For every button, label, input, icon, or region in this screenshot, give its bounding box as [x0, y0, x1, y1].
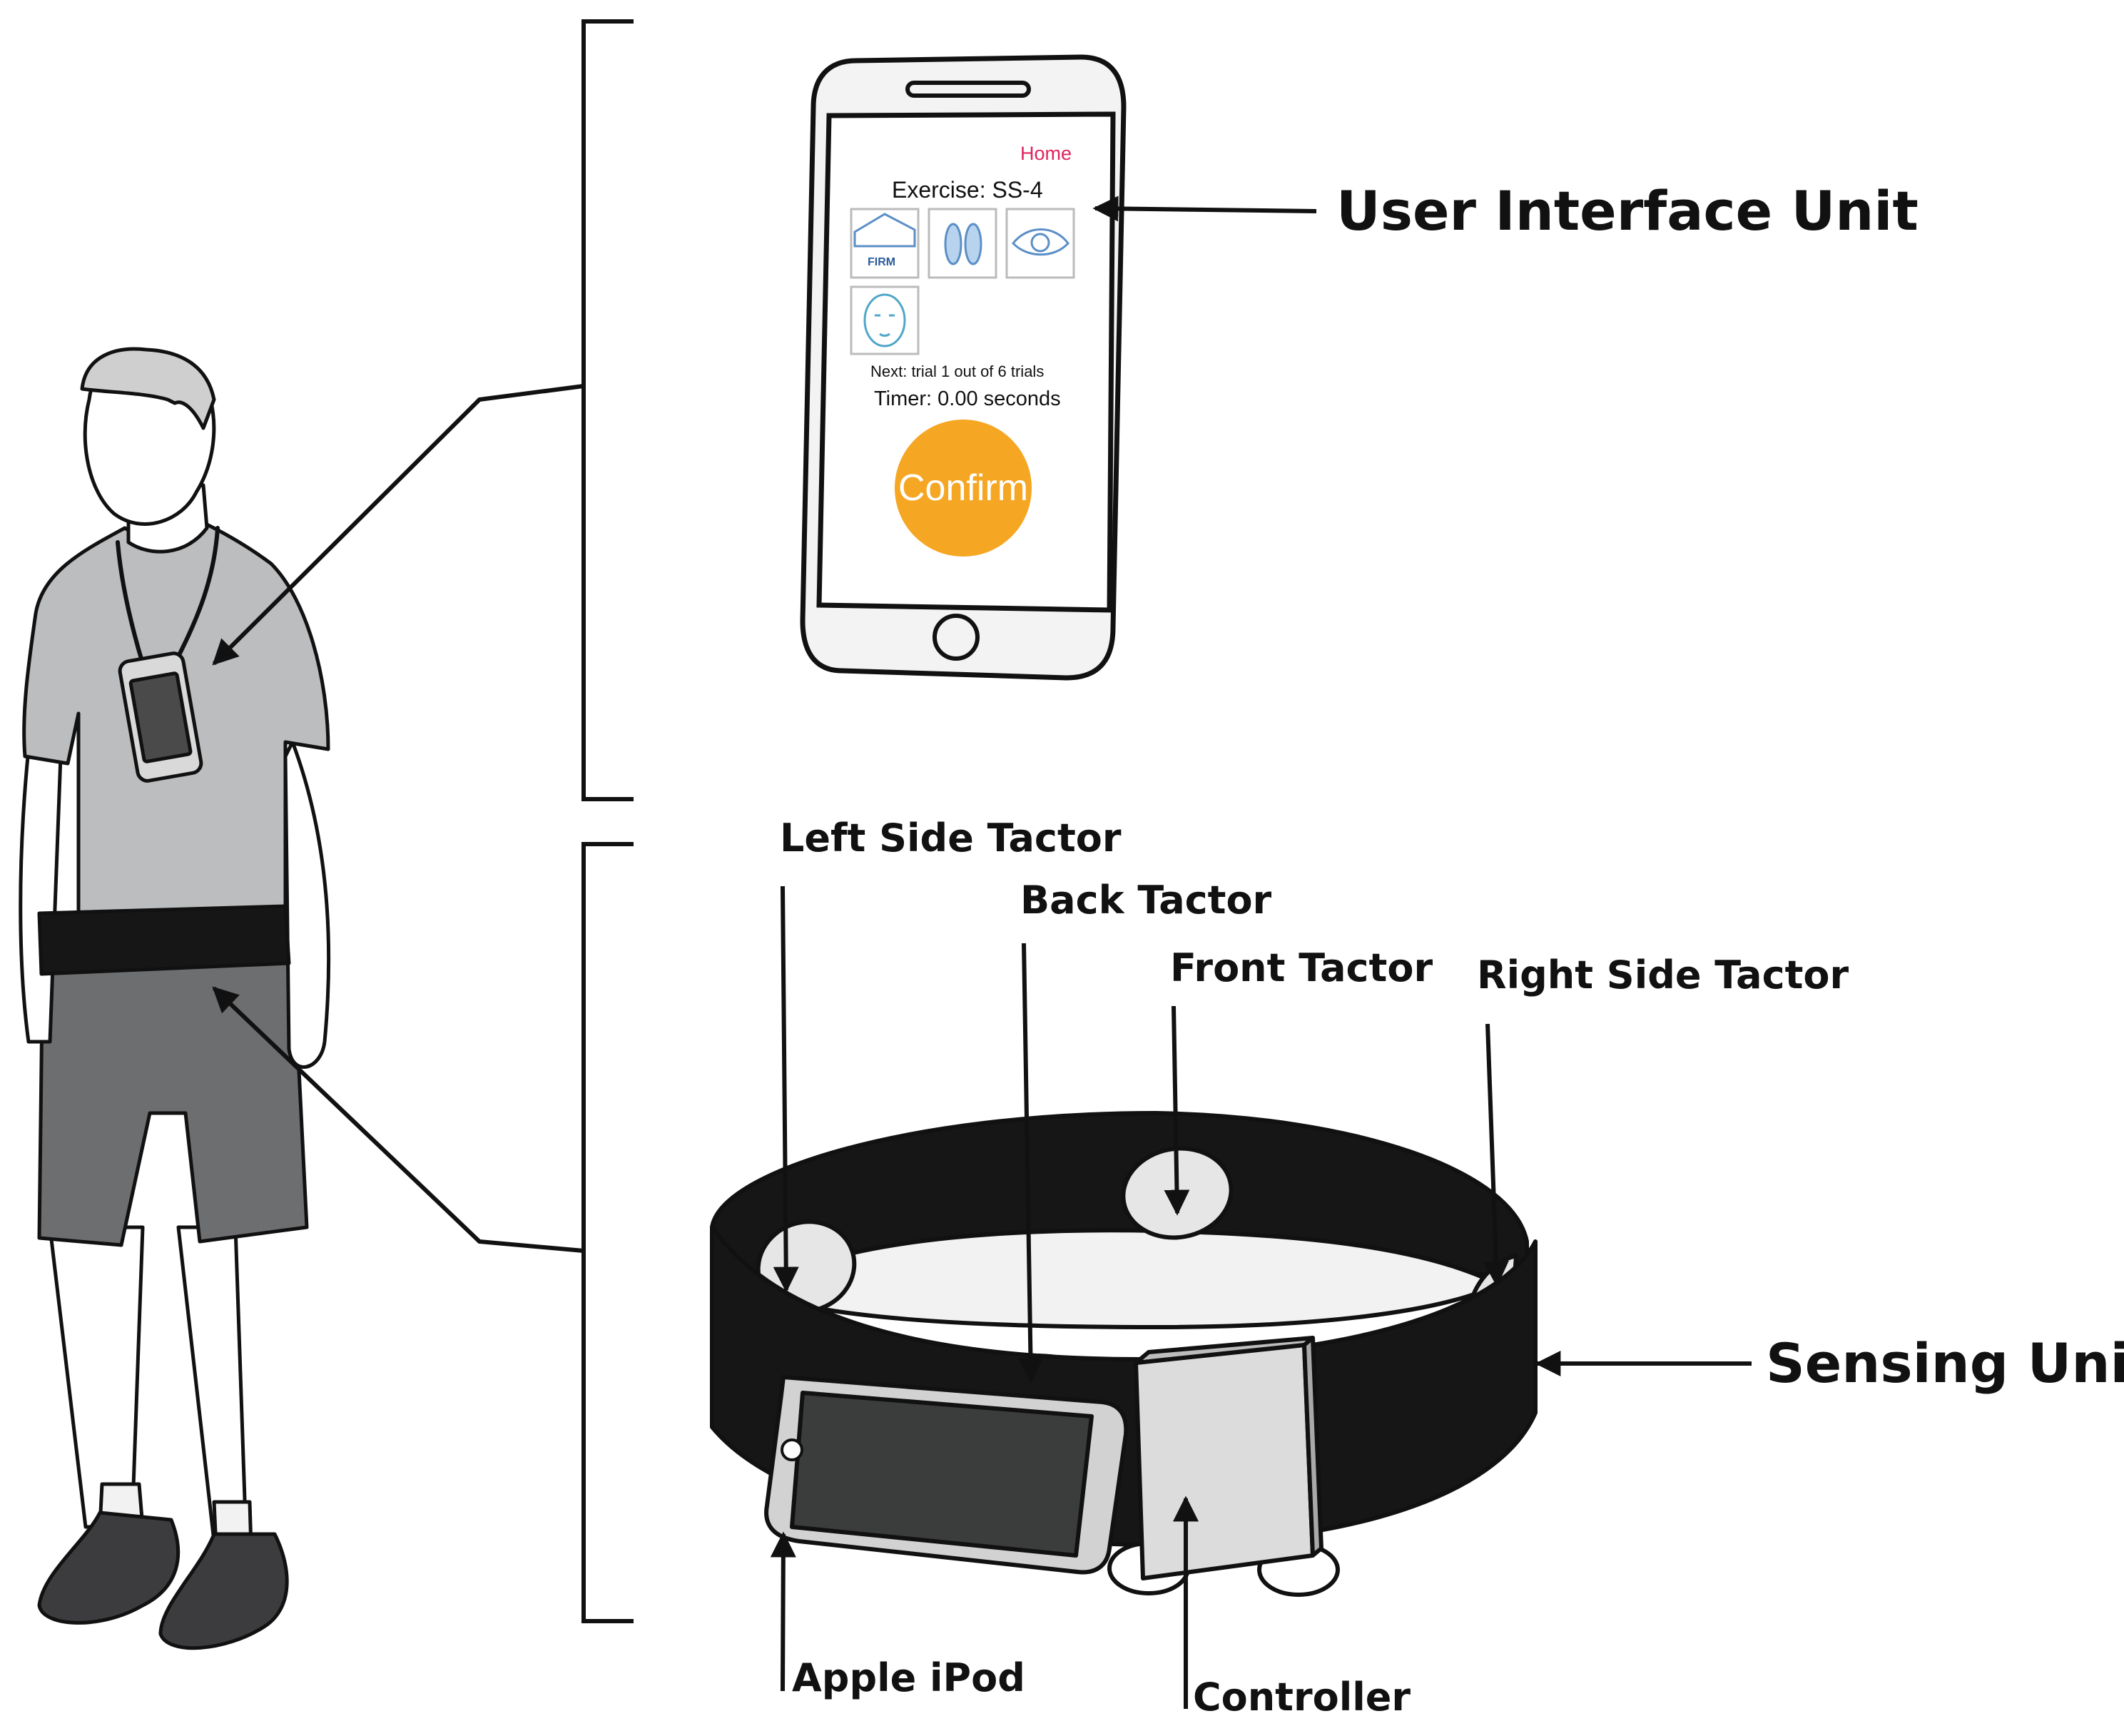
phone-illustration: [800, 54, 1127, 681]
firm-icon-label: FIRM: [868, 256, 896, 268]
controller-device: [1134, 1336, 1323, 1580]
head-face-icon[interactable]: [850, 285, 920, 355]
ipod-device: [764, 1375, 1129, 1575]
left-side-tactor-label: Left Side Tactor: [780, 816, 1122, 861]
feet-icon[interactable]: [928, 208, 997, 279]
apple-ipod-label: Apple iPod: [792, 1655, 1025, 1700]
home-link[interactable]: Home: [1020, 143, 1072, 164]
firm-surface-icon[interactable]: [850, 208, 920, 279]
connector-lines: [212, 384, 584, 1253]
next-trial-text: Next: trial 1 out of 6 trials: [870, 362, 1045, 380]
back-tactor-label: Back Tactor: [1020, 878, 1272, 923]
timer-text: Timer: 0.00 seconds: [874, 387, 1061, 410]
sensing-unit-label: Sensing Unit: [1766, 1331, 2124, 1395]
confirm-button[interactable]: Confirm: [895, 420, 1032, 557]
bracket-lines: [581, 19, 634, 1623]
belt-illustration: [710, 1111, 1538, 1597]
callout-arrows: [770, 196, 1752, 1709]
front-tactor-label: Front Tactor: [1170, 945, 1433, 990]
controller-label: Controller: [1193, 1675, 1411, 1720]
right-side-tactor-label: Right Side Tactor: [1477, 953, 1849, 998]
exercise-label: Exercise: SS-4: [892, 177, 1043, 203]
eye-icon[interactable]: [1005, 208, 1075, 279]
user-interface-unit-label: User Interface Unit: [1336, 179, 1919, 243]
person-illustration: [19, 347, 331, 1650]
